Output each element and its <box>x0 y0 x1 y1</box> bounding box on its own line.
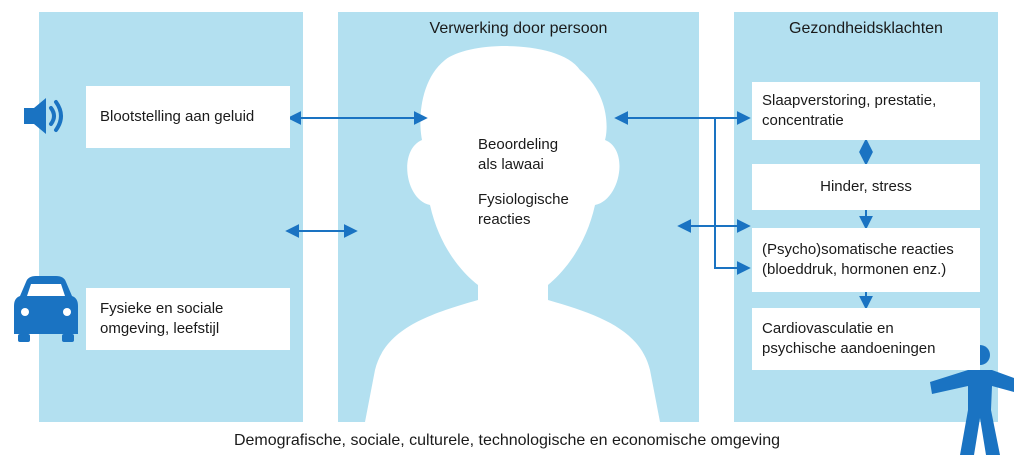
box-cardio-line2: psychische aandoeningen <box>762 340 936 357</box>
label-physio-line2: reacties <box>478 211 531 228</box>
box-stress-label: Hinder, stress <box>820 178 912 195</box>
label-physio-line1: Fysiologische <box>478 191 569 208</box>
label-assessment-line2: als lawaai <box>478 156 544 173</box>
box-somatic-line2: (bloeddruk, hormonen enz.) <box>762 261 947 278</box>
box-environment-line2: omgeving, leefstijl <box>100 320 220 337</box>
car-icon <box>14 276 78 342</box>
left-panel <box>39 12 303 422</box>
box-noise-exposure: Blootstelling aan geluid <box>86 86 290 148</box>
label-physiological: Fysiologische reacties <box>478 190 569 230</box>
label-assessment: Beoordeling als lawaai <box>478 135 558 175</box>
box-annoyance-stress: Hinder, stress <box>752 164 980 210</box>
footer-caption: Demografische, sociale, culturele, techn… <box>233 432 781 449</box>
person-head-silhouette <box>365 46 660 423</box>
box-cardio-line1: Cardiovasculatie en <box>762 320 894 337</box>
speaker-icon <box>24 98 63 134</box>
box-somatic-line1: (Psycho)somatische reacties <box>762 241 954 258</box>
box-sleep-line1: Slaapverstoring, prestatie, <box>762 92 937 109</box>
box-noise-exposure-label: Blootstelling aan geluid <box>100 108 255 125</box>
box-environment-line1: Fysieke en sociale <box>100 300 224 317</box>
label-assessment-line1: Beoordeling <box>478 136 559 153</box>
arrow-branch-to-somatic <box>714 118 751 275</box>
box-sleep-line2: concentratie <box>762 112 844 129</box>
box-somatic-reactions: (Psycho)somatische reacties (bloeddruk, … <box>752 228 980 292</box>
middle-title: Verwerking door persoon <box>429 20 608 37</box>
box-cardio-psych: Cardiovasculatie en psychische aandoenin… <box>752 308 980 370</box>
box-physical-social-environment: Fysieke en sociale omgeving, leefstijl <box>86 288 290 350</box>
box-sleep-disturbance: Slaapverstoring, prestatie, concentratie <box>752 82 980 140</box>
right-title: Gezondheidsklachten <box>789 20 943 37</box>
